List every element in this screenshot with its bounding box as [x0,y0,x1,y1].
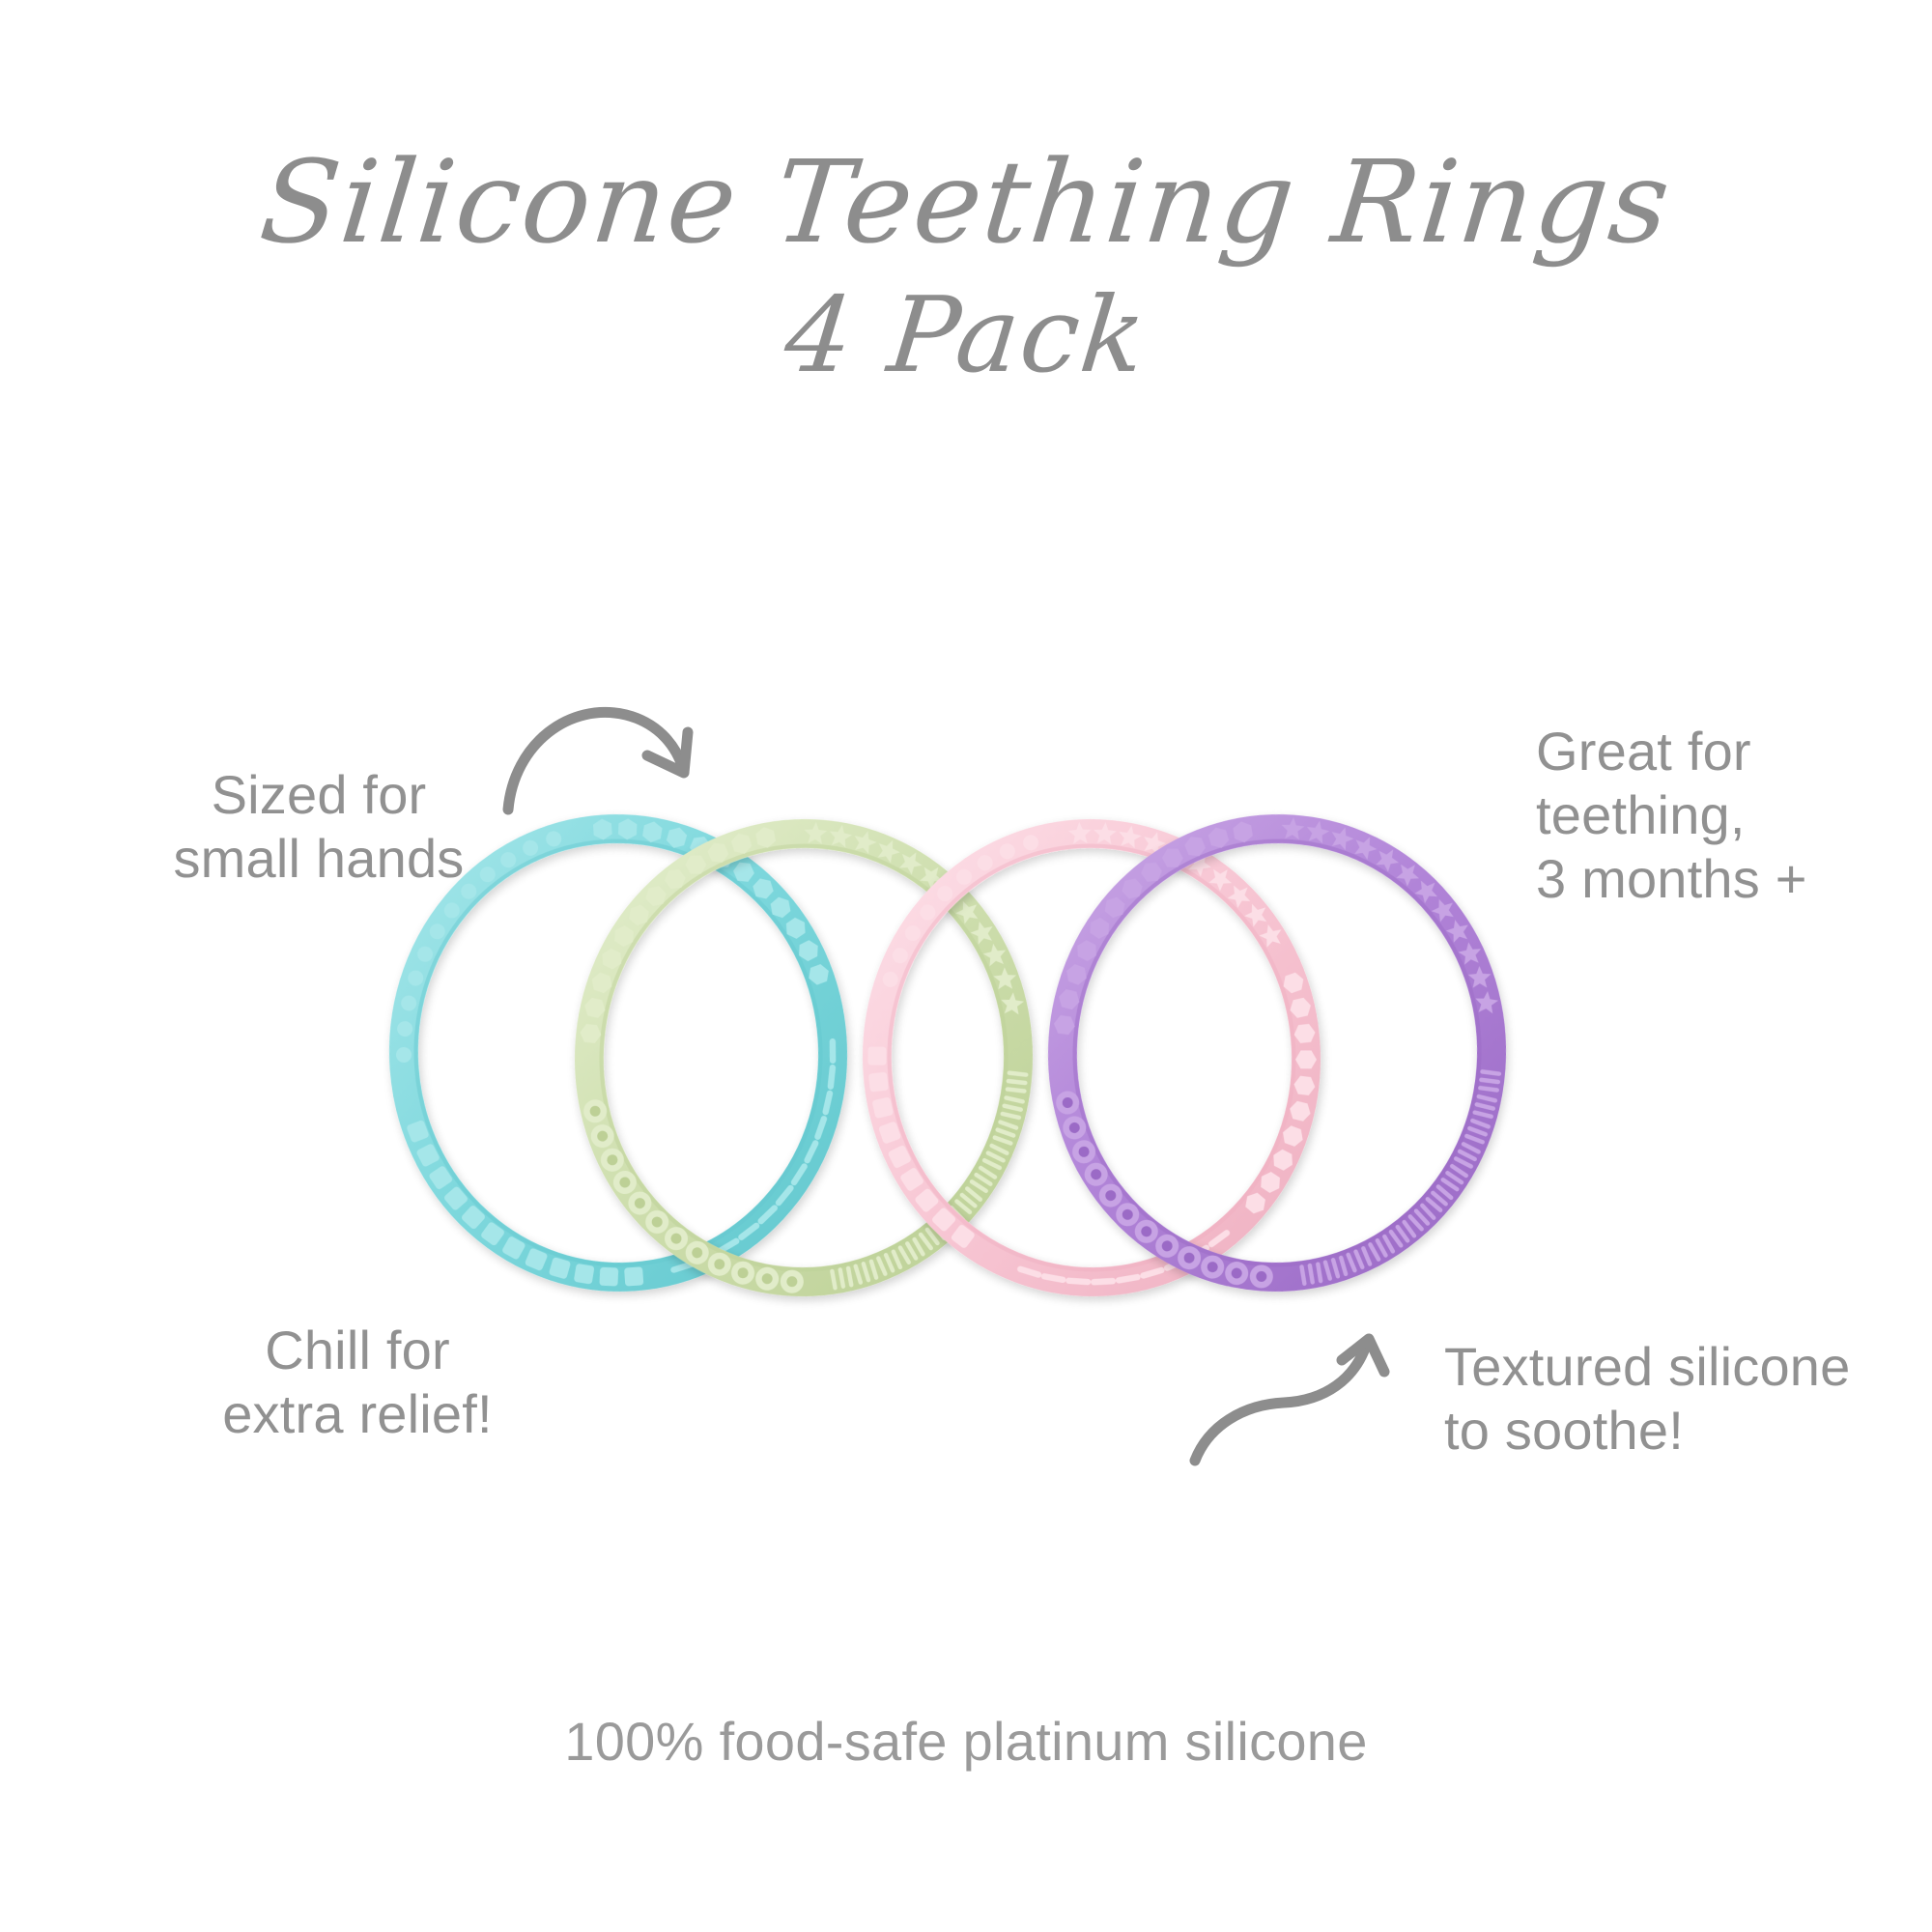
annotation-sized-for-small-hands: Sized for small hands [173,764,465,890]
teething-ring-purple [1047,814,1507,1292]
annotation-chill-for-extra-relief: Chill for extra relief! [222,1320,493,1445]
teething-ring-pink [862,819,1321,1296]
footer-note: 100% food-safe platinum silicone [564,1711,1368,1772]
annotation-great-for-teething: Great for teething, 3 months + [1536,721,1807,910]
annotation-textured-silicone-to-soothe: Textured silicone to soothe! [1444,1336,1851,1462]
